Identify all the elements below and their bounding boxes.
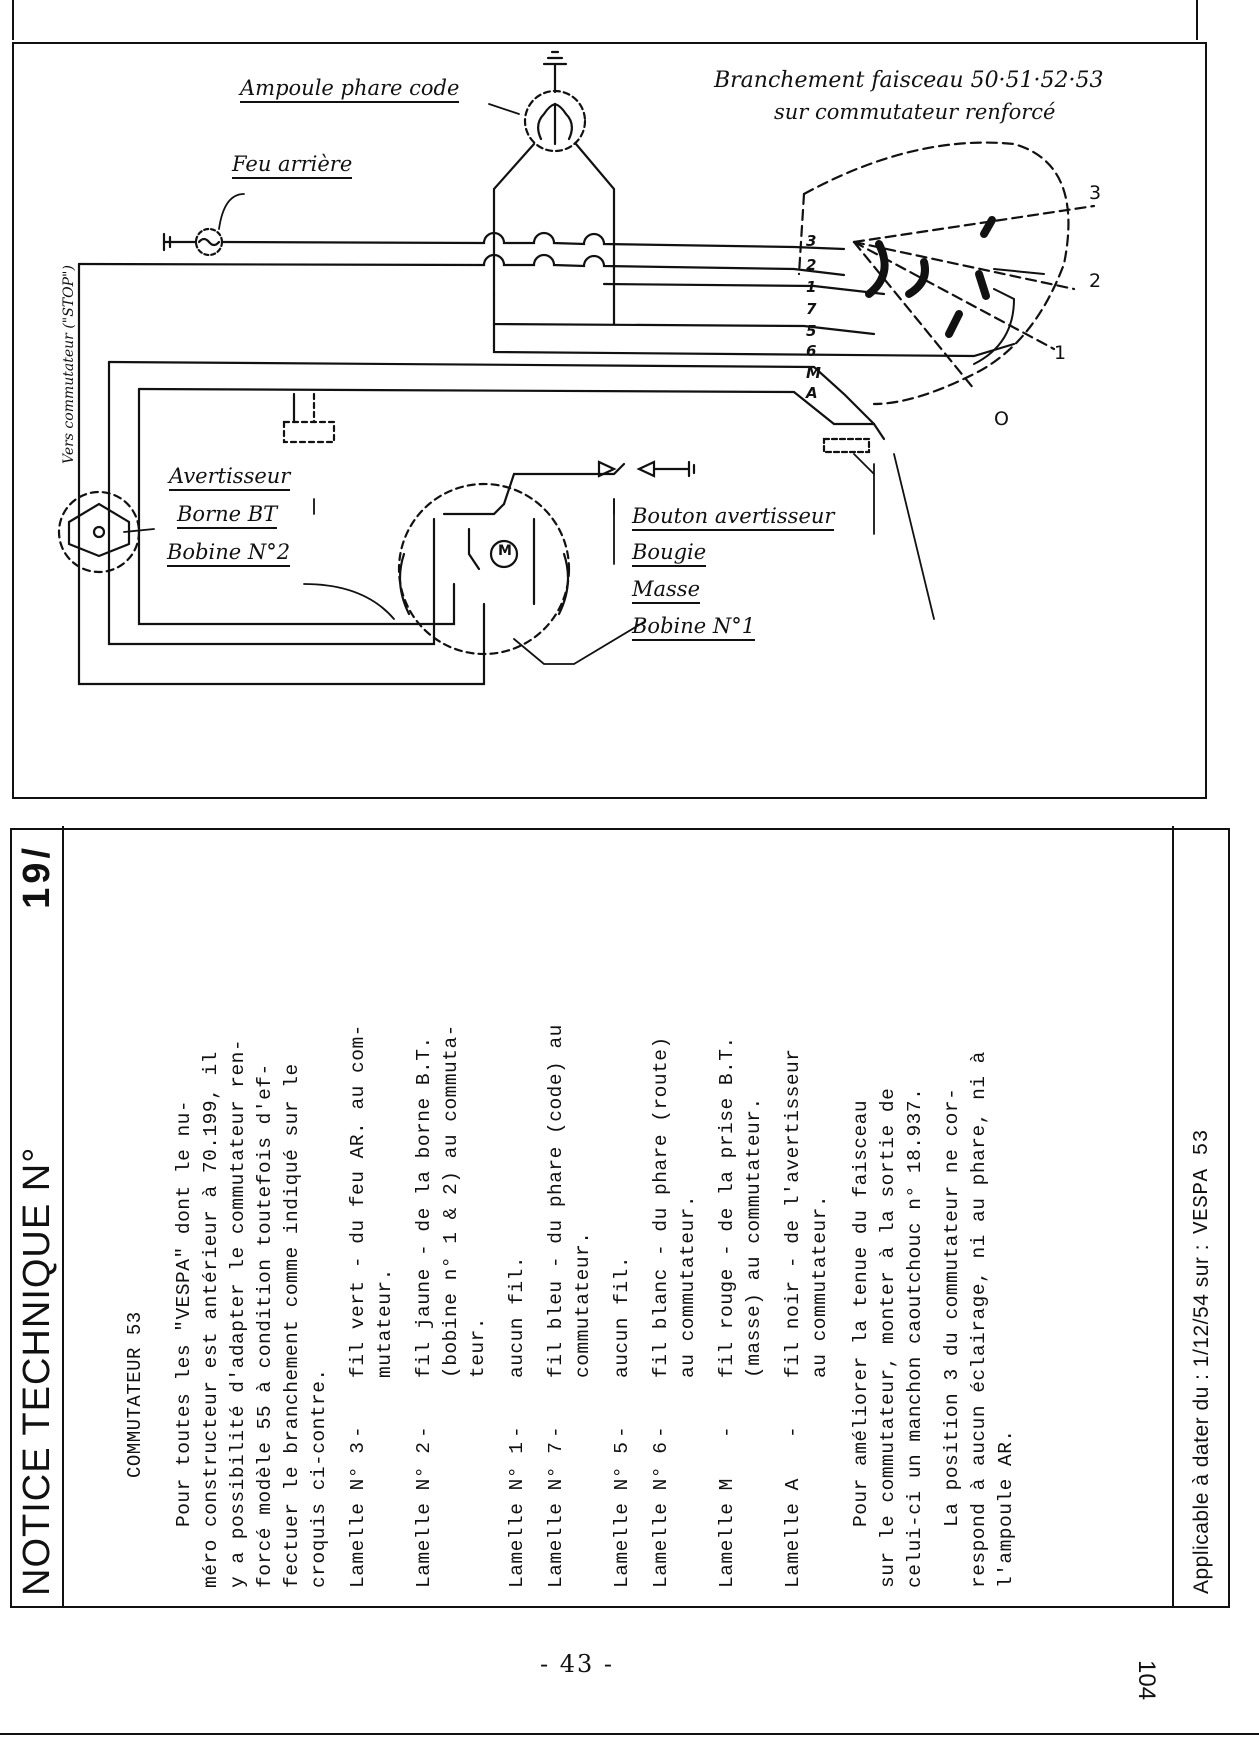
top-left-rule: [12, 0, 14, 40]
top-right-rule: [1196, 0, 1198, 40]
label-bobine-1: Bobine N°1: [632, 616, 756, 641]
notice-footer: Applicable à dater du : 1/12/54 sur : VE…: [1172, 826, 1230, 1606]
lamelle-label: Lamelle N° 3: [347, 1441, 369, 1588]
wire-left-loop: [77, 262, 486, 686]
switch-position-1: 1: [1054, 342, 1067, 364]
paragraph-manchon: Pour améliorer la tenue du faisceau sur …: [850, 1087, 926, 1588]
pin-m: M: [806, 364, 821, 382]
switch-position-2: 2: [1089, 270, 1102, 292]
lamelle-dash: -: [782, 1425, 804, 1438]
lamelle-text: fil rouge - de la prise B.T. (masse) au …: [716, 1036, 765, 1378]
wire-a: [137, 387, 876, 426]
label-ampoule-phare-code: Ampoule phare code: [240, 78, 460, 103]
wiring-diagram: [57, 50, 1096, 686]
lamelle-label: Lamelle N° 7: [545, 1441, 567, 1588]
motor-symbol: M: [498, 543, 512, 559]
pin-3: 3: [806, 232, 817, 250]
wiring-diagram-panel: Branchement faisceau 50·51·52·53 sur com…: [12, 42, 1207, 799]
lamelle-text: aucun fil.: [611, 1255, 633, 1378]
notice-number: 19/: [15, 844, 58, 909]
lamelle-text: fil vert - du feu AR. au com- mutateur.: [347, 1024, 396, 1378]
label-vertical-note: Vers commutateur ("STOP"): [61, 265, 77, 464]
lamelle-label: Lamelle N° 5: [611, 1441, 633, 1588]
lamelle-dash: -: [611, 1425, 633, 1438]
bt-terminal: [57, 490, 141, 574]
footer-applicable-label: Applicable à dater du : 1/12/54 sur :: [1190, 1243, 1213, 1594]
section-title: COMMUTATEUR 53: [124, 1311, 146, 1478]
footer-model: VESPA 53: [1190, 1129, 1214, 1234]
label-avertisseur: Avertisseur: [169, 466, 291, 491]
label-borne-bt: Borne BT: [177, 504, 278, 529]
headlamp-bulb: [492, 50, 616, 296]
lamelle-dash: -: [347, 1425, 369, 1438]
lamelle-label: Lamelle A: [782, 1478, 804, 1588]
lamelle-item: Lamelle N° 6 - fil blanc - du phare (rou…: [648, 838, 702, 1588]
lamelle-text: fil noir - de l'avertisseur au commutate…: [782, 1048, 831, 1378]
notice-body: COMMUTATEUR 53 Pour toutes les "VESPA" d…: [82, 838, 1028, 1588]
wire-6: [492, 322, 1016, 358]
pin-1: 1: [806, 278, 817, 296]
wire-7: [492, 292, 876, 336]
lamelle-text: aucun fil.: [506, 1255, 528, 1378]
diagram-title-line2: sur commutateur renforcé: [774, 100, 1056, 124]
lamelle-item: Lamelle N° 3 - fil vert - du feu AR. au …: [345, 838, 399, 1588]
lamelle-dash: -: [413, 1425, 435, 1438]
label-masse: Masse: [632, 579, 701, 604]
pin-6: 6: [806, 342, 817, 360]
diagram-title-line1: Branchement faisceau 50·51·52·53: [714, 68, 1104, 93]
lamelle-item: Lamelle N° 7 - fil bleu - du phare (code…: [543, 838, 597, 1588]
bottom-rule: [0, 1733, 1259, 1735]
pin-7: 7: [806, 300, 817, 318]
wire-1: [602, 282, 886, 296]
lamelle-item: Lamelle N° 1 - aucun fil.: [504, 838, 531, 1588]
notice-header: NOTICE TECHNIQUE N° 19/: [12, 826, 64, 1606]
page-number: - 43 -: [540, 1650, 615, 1678]
lamelle-text: fil bleu - du phare (code) au commutateu…: [545, 1024, 594, 1378]
leader-lines: [123, 103, 935, 665]
lamelle-dash: -: [716, 1425, 738, 1438]
lamelle-text: fil jaune - de la borne B.T. (bobine n° …: [413, 1024, 489, 1378]
notice-panel-rotated: NOTICE TECHNIQUE N° 19/ COMMUTATEUR 53 P…: [10, 826, 1230, 1608]
lamelle-dash: -: [545, 1425, 567, 1438]
intro-paragraph: Pour toutes les "VESPA" dont le nu- méro…: [173, 1038, 330, 1588]
pin-2: 2: [806, 256, 817, 274]
switch-contacts: [865, 216, 996, 338]
wire-3: [220, 231, 846, 251]
lamelle-item: Lamelle M - fil rouge - de la prise B.T.…: [714, 838, 768, 1588]
notice-panel: NOTICE TECHNIQUE N° 19/ COMMUTATEUR 53 P…: [10, 826, 1230, 1608]
lamelle-label: Lamelle N° 2: [413, 1441, 435, 1588]
lamelle-item: Lamelle N° 2 - fil jaune - de la borne B…: [411, 838, 492, 1588]
label-bouton-avertisseur: Bouton avertisseur: [632, 506, 835, 531]
wire-m: [107, 360, 876, 426]
label-feu-arriere: Feu arrière: [232, 154, 353, 179]
notice-header-title: NOTICE TECHNIQUE N°: [15, 1146, 58, 1596]
paragraph-position-3: La position 3 du commutateur ne cor- res…: [941, 1051, 1017, 1588]
horn: [282, 392, 336, 444]
lamelle-label: Lamelle N° 1: [506, 1441, 528, 1588]
lamelle-text: fil blanc - du phare (route) au commutat…: [650, 1036, 699, 1378]
pin-a: A: [806, 384, 818, 402]
lamelle-dash: -: [506, 1425, 528, 1438]
rear-light: [162, 227, 224, 257]
switch-body: [797, 141, 1096, 406]
lamelle-item: Lamelle N° 5 - aucun fil.: [609, 838, 636, 1588]
lamelle-label: Lamelle M: [716, 1478, 738, 1588]
magneto: [397, 462, 626, 656]
lamelle-label: Lamelle N° 6: [650, 1441, 672, 1588]
spark-plug-gap: [597, 460, 696, 478]
label-bobine-2: Bobine N°2: [167, 542, 291, 567]
switch-position-3: 3: [1089, 182, 1102, 204]
lamelle-dash: -: [650, 1425, 672, 1438]
wire-2: [77, 253, 846, 277]
switch-position-0: O: [994, 408, 1009, 430]
pin-5: 5: [806, 322, 817, 340]
label-bougie: Bougie: [632, 542, 707, 567]
lamelle-item: Lamelle A - fil noir - de l'avertisseur …: [780, 838, 834, 1588]
side-number: 104: [1133, 1660, 1160, 1701]
